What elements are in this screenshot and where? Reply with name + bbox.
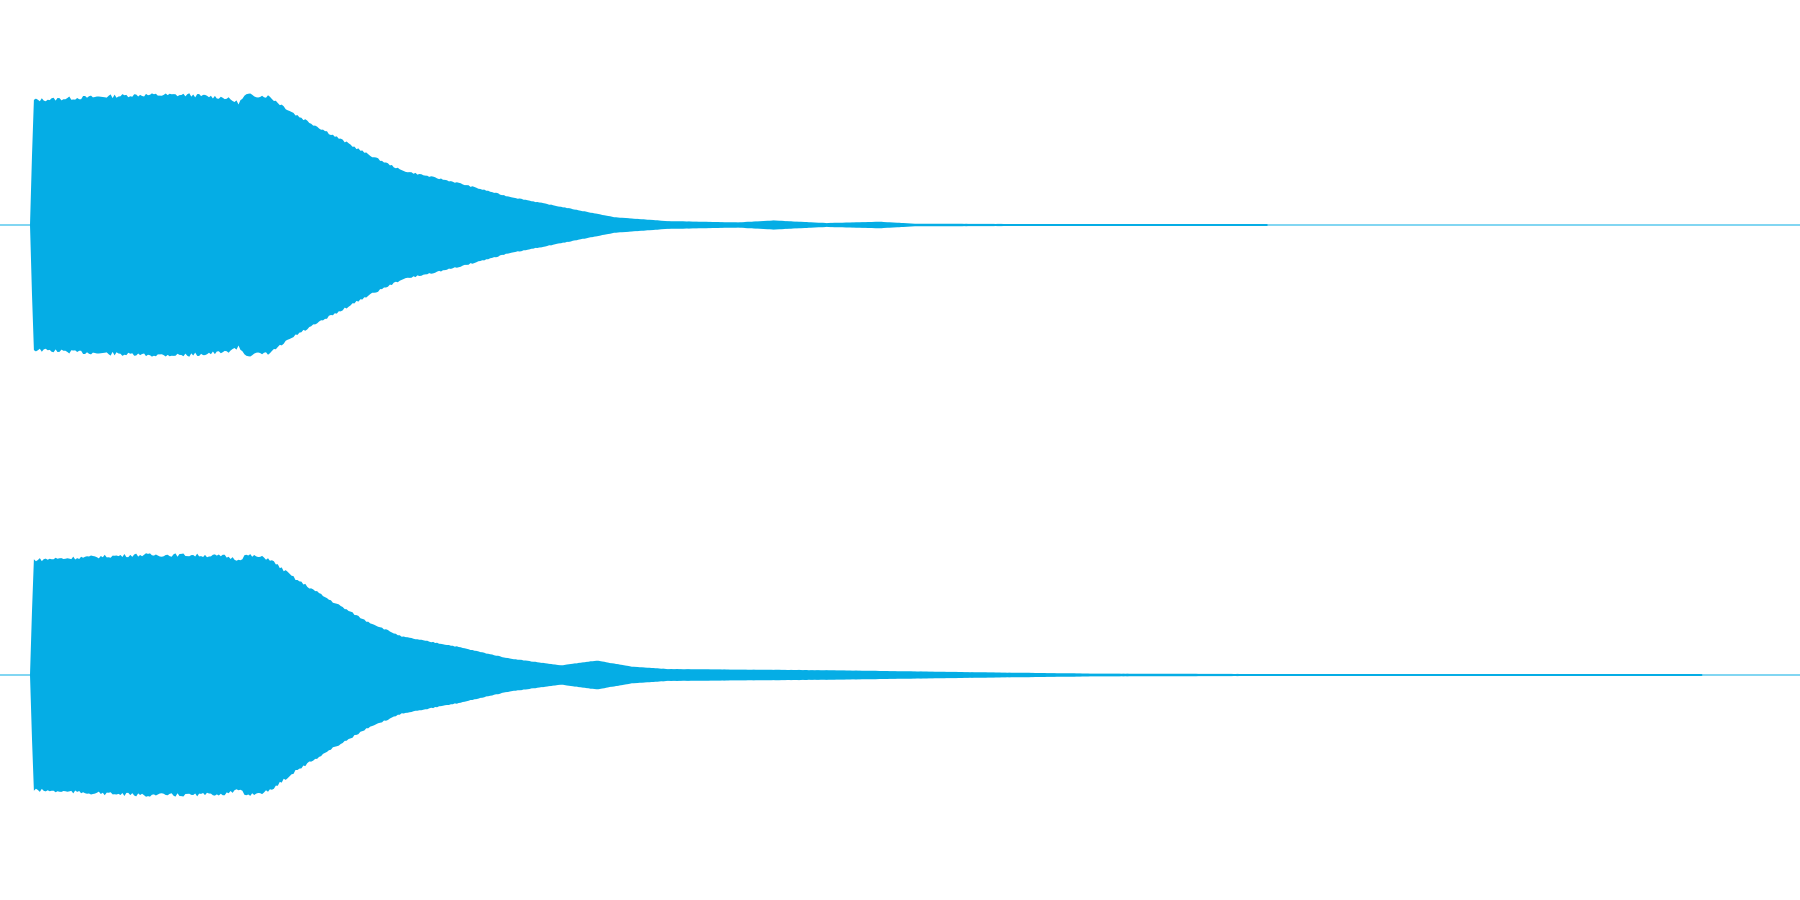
waveform-shape <box>30 93 1800 357</box>
channel-1-waveform <box>0 93 1800 357</box>
channel-2-waveform <box>0 553 1800 797</box>
waveform-shape <box>30 553 1800 797</box>
